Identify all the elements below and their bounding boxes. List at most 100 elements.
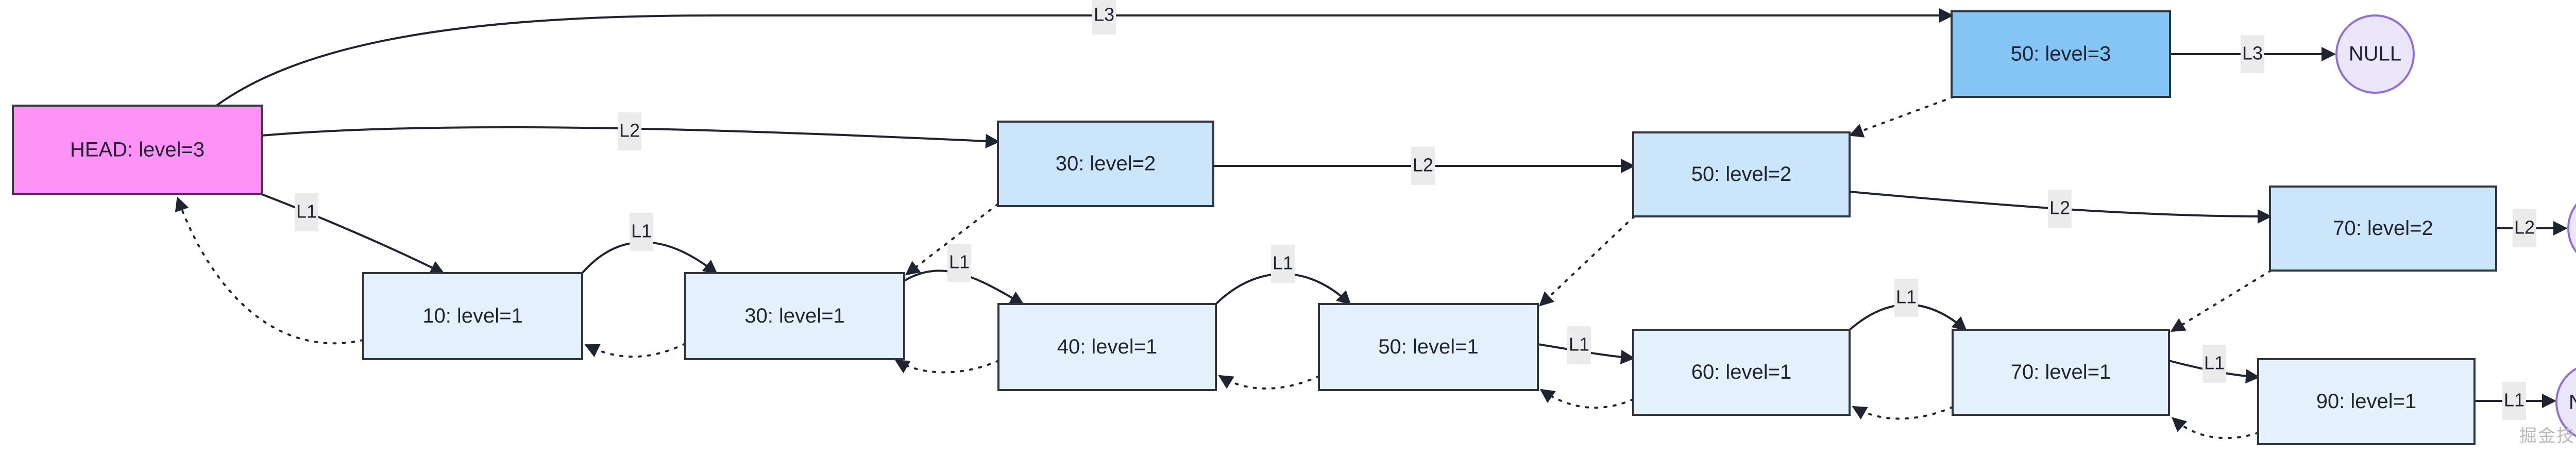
- edge-label-e-50l2-70l2: L2: [2048, 190, 2072, 228]
- edge-label-e-70l2-null2: L2: [2513, 209, 2536, 247]
- edge-label-e-60l1-70l1: L1: [1894, 279, 1918, 317]
- node-n50l2[interactable]: 50: level=2: [1632, 131, 1851, 217]
- edge-label-e-30l1-40l1: L1: [947, 244, 971, 282]
- edge-label-text: L1: [949, 251, 970, 273]
- node-shape-n60l1: [1632, 329, 1851, 416]
- node-label-n50l3: 50: level=3: [2011, 43, 2111, 65]
- edge-label-text: L2: [2514, 217, 2535, 238]
- node-label-n70l2: 70: level=2: [2333, 217, 2433, 240]
- edge-label-e-70l1-90l1: L1: [2202, 345, 2226, 383]
- node-head[interactable]: HEAD: level=3: [12, 105, 263, 195]
- node-shape-n10l1: [362, 272, 583, 360]
- edge-label-text: L2: [1413, 155, 1433, 176]
- node-shape-null3: [2335, 14, 2415, 94]
- edge-label-e-50l1-60l1: L1: [1567, 326, 1591, 364]
- edge-label-e-30l2-50l2: L2: [1411, 147, 1435, 185]
- edge-label-e-head-10l1: L1: [295, 193, 318, 231]
- node-label-n90l1: 90: level=1: [2316, 390, 2417, 413]
- node-n90l1[interactable]: 90: level=1: [2257, 358, 2476, 445]
- node-n70l2[interactable]: 70: level=2: [2269, 186, 2497, 272]
- node-n50l3[interactable]: 50: level=3: [1951, 10, 2171, 98]
- edge-e-head-10l1: [261, 193, 445, 274]
- edge-label-text: L3: [2242, 43, 2263, 64]
- watermark-credit: 掘金技术社区 @ JC123: [2519, 426, 2576, 446]
- node-shape-n50l2: [1632, 131, 1851, 217]
- edge-label-text: L3: [1094, 4, 1114, 25]
- edge-b-40l1-30l1: [894, 359, 999, 374]
- edge-label-chip: [1271, 245, 1295, 283]
- node-label-null1: NULL: [2569, 391, 2576, 414]
- node-null3[interactable]: NULL: [2335, 14, 2415, 94]
- edge-label-chip: [630, 213, 653, 251]
- node-n50l1[interactable]: 50: level=1: [1318, 303, 1539, 391]
- node-shape-n70l1: [1952, 329, 2170, 416]
- edge-label-chip: [2202, 345, 2226, 383]
- node-n70l1[interactable]: 70: level=1: [1952, 329, 2170, 416]
- edge-b-70l1-60l1: [1852, 406, 1954, 420]
- node-shape-n30l1: [684, 272, 905, 360]
- edge-b-10l1-head: [175, 196, 364, 345]
- edge-label-chip: [1567, 326, 1591, 364]
- node-n10l1[interactable]: 10: level=1: [362, 272, 583, 360]
- edge-label-text: L1: [2204, 352, 2225, 374]
- node-shape-n70l2: [2269, 186, 2497, 272]
- node-n30l2[interactable]: 30: level=2: [997, 121, 1214, 207]
- edge-label-e-40l1-50l1: L1: [1271, 245, 1295, 283]
- node-label-n60l1: 60: level=1: [1691, 361, 1792, 383]
- node-label-n50l1: 50: level=1: [1378, 335, 1479, 358]
- edge-label-text: L1: [296, 201, 317, 222]
- edge-d-50l3-50l2: [1849, 96, 1955, 138]
- node-n60l1[interactable]: 60: level=1: [1632, 329, 1851, 416]
- node-n40l1[interactable]: 40: level=1: [997, 303, 1217, 391]
- edge-label-chip: [2502, 382, 2526, 420]
- edge-label-text: L2: [619, 120, 640, 141]
- node-label-n70l1: 70: level=1: [2011, 361, 2111, 383]
- node-label-n10l1: 10: level=1: [422, 305, 523, 327]
- edge-label-text: L1: [1569, 334, 1589, 355]
- watermark-layer: 掘金技术社区 @ JC123: [2519, 426, 2576, 446]
- edge-label-e-50l3-null3: L3: [2241, 35, 2264, 73]
- edge-e-head-50l3: [215, 8, 1954, 107]
- edge-b-30l1-10l1: [584, 343, 686, 358]
- node-label-head: HEAD: level=3: [70, 139, 205, 161]
- node-shape-n40l1: [997, 303, 1217, 391]
- edge-label-e-10l1-30l1: L1: [630, 213, 653, 251]
- edge-b-60l1-50l1: [1539, 389, 1634, 409]
- node-null1[interactable]: NULL: [2555, 364, 2576, 441]
- edge-label-text: L1: [631, 221, 652, 242]
- edge-label-e-90l1-null1: L1: [2502, 382, 2526, 420]
- node-shape-null2: [2567, 203, 2576, 254]
- edge-label-e-head-50l3: L3: [1092, 0, 1116, 35]
- edge-d-30l2-30l1: [905, 203, 999, 276]
- node-null2[interactable]: NULL: [2567, 190, 2576, 267]
- node-shape-n90l1: [2257, 358, 2476, 445]
- node-shape-head: [12, 105, 263, 195]
- edge-label-text: L1: [1896, 287, 1917, 308]
- edge-d-50l2-50l1: [1539, 215, 1635, 307]
- edge-label-e-head-30l2: L2: [618, 112, 641, 150]
- edge-label-chip: [1411, 147, 1435, 185]
- edge-label-chip: [1092, 0, 1116, 35]
- edge-label-chip: [2048, 190, 2072, 228]
- edge-b-50l1-40l1: [1218, 375, 1320, 390]
- edge-label-chip: [947, 244, 971, 282]
- node-shape-n50l3: [1951, 10, 2171, 98]
- edge-label-chip: [618, 112, 641, 150]
- node-label-n30l1: 30: level=1: [744, 305, 845, 327]
- edge-label-text: L1: [1273, 252, 1293, 274]
- node-label-n30l2: 30: level=2: [1056, 153, 1156, 175]
- node-shape-n50l1: [1318, 303, 1539, 391]
- node-label-n40l1: 40: level=1: [1057, 335, 1158, 358]
- edge-label-text: L2: [2049, 197, 2070, 218]
- node-label-n50l2: 50: level=2: [1691, 163, 1792, 186]
- edge-label-chip: [2513, 209, 2536, 247]
- node-label-null3: NULL: [2349, 43, 2401, 65]
- node-n30l1[interactable]: 30: level=1: [684, 272, 905, 360]
- edge-label-chip: [2241, 35, 2264, 73]
- edge-label-chip: [1894, 279, 1918, 317]
- node-shape-n30l2: [997, 121, 1214, 207]
